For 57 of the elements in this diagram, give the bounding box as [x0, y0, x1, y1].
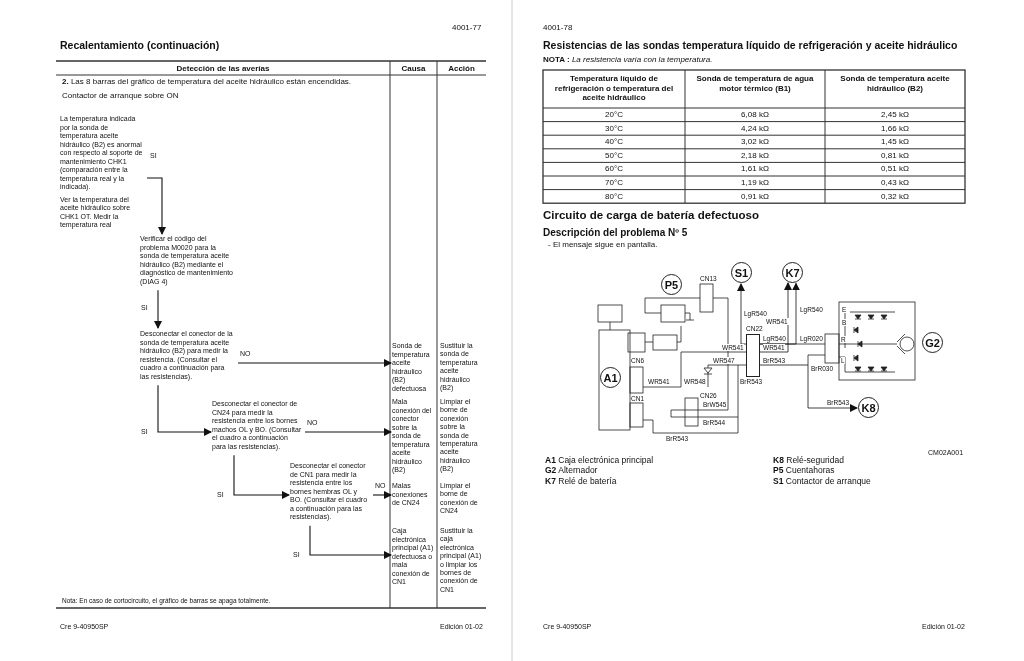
arrow: [146, 177, 166, 235]
table-value: 1,66 kΩ: [880, 123, 910, 134]
component-label-circle: S1: [731, 262, 752, 283]
page-number: 4001-78: [543, 23, 573, 33]
table-value: 1,61 kΩ: [740, 164, 770, 174]
legend-entry: G2 Alternador: [545, 465, 598, 476]
section-heading: Recalentamiento (continuación): [60, 39, 220, 52]
table-value: 70°C: [604, 178, 624, 188]
table-value: 60°C: [604, 164, 624, 174]
description-text: - El mensaje sigue en pantalla.: [548, 240, 658, 250]
table-value: 50°C: [604, 150, 624, 161]
table-value: 0,91 kΩ: [740, 191, 770, 202]
arrow: [304, 428, 392, 436]
arrow: [372, 491, 392, 499]
arrow: [237, 359, 392, 367]
table-value: 30°C: [604, 123, 624, 134]
table-value: 0,81 kΩ: [880, 150, 910, 161]
component-label-circle: K7: [782, 262, 803, 283]
table-value: 0,43 kΩ: [880, 178, 910, 188]
page-number: 4001-77: [452, 23, 482, 33]
component-label-circle: G2: [922, 332, 943, 353]
problem-statement: 2. Las 8 barras del gráfico de temperatura del aceite hidráulico están encendidas.: [62, 77, 352, 87]
table-value: 2,18 kΩ: [740, 150, 770, 161]
legend-entry: K7 Relé de batería: [545, 476, 617, 487]
legend-entry: A1 Caja electrónica principal: [545, 455, 654, 466]
table-header: Temperatura líquido de refrigeración o temperatura del aceite hidráulico: [553, 74, 675, 103]
component-label-circle: K8: [858, 397, 879, 418]
table-value: 40°C: [604, 137, 624, 147]
section-heading: Circuito de carga de batería defectuoso: [543, 209, 759, 223]
table-value: 20°C: [604, 110, 624, 120]
legend-entry: K8 Relé-seguridad: [773, 455, 844, 466]
table-value: 2,45 kΩ: [880, 110, 910, 120]
table-value: 1,45 kΩ: [880, 137, 910, 147]
arrow: [309, 525, 392, 559]
column-header: Detección de las averías: [175, 64, 271, 74]
table-value: 0,32 kΩ: [880, 191, 910, 202]
component-label-circle: P5: [661, 274, 682, 295]
subheading: Descripción del problema Nº 5: [543, 227, 688, 239]
table-value: 3,02 kΩ: [740, 137, 770, 147]
column-header: Acción: [447, 64, 476, 74]
table-header: Sonda de temperatura aceite hidráulico (B2): [839, 74, 951, 94]
table-value: 80°C: [604, 191, 624, 202]
table-value: 0,51 kΩ: [880, 164, 910, 174]
table-value: 6,08 kΩ: [740, 110, 770, 120]
table-header: Sonda de temperatura de agua motor térmico (B1): [695, 74, 815, 94]
table-value: 4,24 kΩ: [740, 123, 770, 134]
table-value: 1,19 kΩ: [740, 178, 770, 188]
note-text: NOTA : La resistencia varía con la temperatura.: [543, 55, 713, 65]
legend-entry: S1 Contactor de arranque: [773, 476, 871, 487]
arrow: [233, 454, 290, 499]
condition-text: Contactor de arranque sobre ON: [62, 91, 179, 101]
component-label-circle: A1: [600, 367, 621, 388]
section-heading: Resistencias de las sondas temperatura líquido de refrigeración y aceite hidráulico: [543, 39, 958, 52]
legend-entry: P5 Cuentahoras: [773, 465, 835, 476]
arrow: [154, 289, 162, 329]
column-header: Causa: [400, 64, 427, 74]
arrow: [157, 384, 212, 436]
